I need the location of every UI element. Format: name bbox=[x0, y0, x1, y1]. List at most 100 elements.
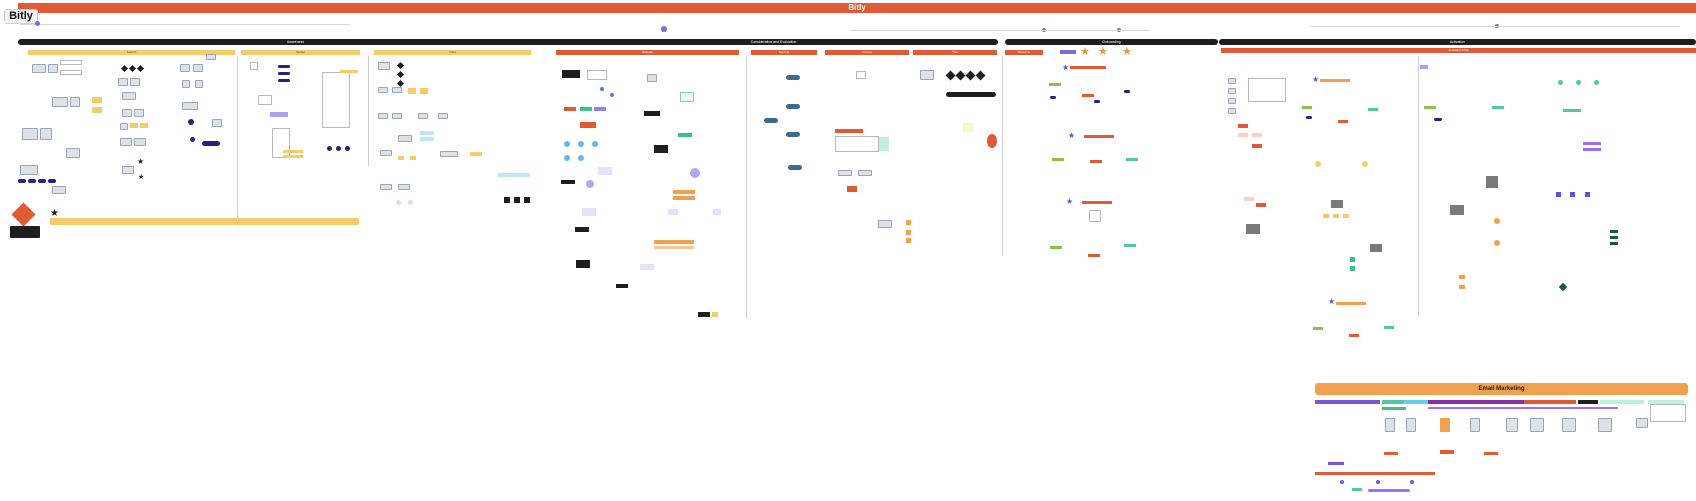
email-track-segment[interactable] bbox=[1600, 400, 1644, 404]
flow-node[interactable] bbox=[564, 107, 576, 111]
flow-node[interactable] bbox=[498, 173, 530, 177]
flow-node[interactable] bbox=[786, 75, 800, 80]
flow-node[interactable] bbox=[1350, 266, 1355, 271]
flow-node[interactable] bbox=[564, 141, 570, 147]
flow-node[interactable] bbox=[1352, 488, 1362, 491]
flow-node[interactable] bbox=[1558, 80, 1563, 85]
flow-node[interactable] bbox=[408, 200, 413, 205]
flow-node[interactable] bbox=[1583, 142, 1601, 145]
flow-node[interactable] bbox=[1410, 480, 1414, 484]
flow-node[interactable] bbox=[712, 312, 718, 317]
decision-node[interactable] bbox=[955, 70, 966, 81]
email-track-segment[interactable] bbox=[1428, 407, 1618, 409]
screen-thumbnail[interactable] bbox=[193, 64, 203, 72]
flow-node[interactable] bbox=[345, 146, 350, 151]
flow-node[interactable] bbox=[963, 123, 973, 132]
flow-node[interactable] bbox=[1094, 100, 1100, 103]
flow-node[interactable] bbox=[879, 137, 889, 151]
flow-node[interactable] bbox=[580, 107, 592, 111]
flow-node[interactable] bbox=[673, 196, 695, 200]
sticky-note[interactable] bbox=[410, 156, 416, 160]
screen-thumbnail[interactable] bbox=[392, 113, 402, 119]
sticky-note[interactable] bbox=[92, 97, 102, 103]
flow-node[interactable] bbox=[1563, 109, 1581, 112]
screen-thumbnail[interactable] bbox=[398, 135, 412, 142]
flow-node[interactable] bbox=[644, 111, 660, 116]
decision-node[interactable] bbox=[396, 61, 405, 70]
flow-node[interactable] bbox=[190, 137, 195, 142]
flow-node[interactable] bbox=[1070, 66, 1106, 69]
email-track-segment[interactable] bbox=[1382, 400, 1404, 404]
sticky-note[interactable] bbox=[283, 155, 303, 158]
flow-box[interactable] bbox=[258, 95, 272, 105]
flow-box[interactable] bbox=[322, 72, 350, 128]
flow-node[interactable] bbox=[1610, 236, 1618, 239]
decision-node[interactable] bbox=[128, 64, 137, 73]
flow-node[interactable] bbox=[1570, 192, 1575, 197]
email-track-segment[interactable] bbox=[1404, 400, 1428, 404]
sticky-note[interactable] bbox=[398, 156, 404, 160]
flow-node[interactable] bbox=[1494, 218, 1500, 224]
email-marketing-header[interactable]: Email Marketing bbox=[1315, 383, 1688, 395]
flow-node[interactable] bbox=[594, 107, 606, 111]
screen-thumbnail[interactable] bbox=[180, 64, 190, 72]
flow-node[interactable] bbox=[278, 72, 290, 75]
flow-node[interactable] bbox=[1238, 133, 1248, 137]
flow-node[interactable] bbox=[654, 145, 668, 153]
decision-node[interactable] bbox=[136, 64, 145, 73]
flow-node[interactable] bbox=[847, 186, 857, 192]
flow-node[interactable] bbox=[202, 141, 220, 146]
flow-node[interactable] bbox=[1252, 144, 1262, 148]
screen-thumbnail[interactable] bbox=[22, 128, 38, 140]
flow-node[interactable] bbox=[616, 284, 628, 288]
flow-node[interactable] bbox=[1049, 83, 1061, 86]
flow-node[interactable] bbox=[1583, 148, 1601, 151]
flow-node[interactable] bbox=[1336, 302, 1366, 305]
sticky-note[interactable] bbox=[420, 88, 428, 94]
sticky-note[interactable] bbox=[130, 123, 138, 128]
email-thumbnail[interactable] bbox=[1385, 418, 1395, 432]
flow-box[interactable] bbox=[1089, 210, 1101, 222]
phase-header-onboarding[interactable]: Onboarding bbox=[1005, 39, 1218, 45]
flow-node[interactable] bbox=[1610, 242, 1618, 245]
flow-node[interactable] bbox=[764, 118, 778, 123]
flow-node[interactable] bbox=[668, 209, 678, 215]
screen-thumbnail[interactable] bbox=[1228, 108, 1236, 114]
flow-node[interactable] bbox=[578, 155, 584, 161]
flow-node[interactable] bbox=[1082, 94, 1094, 97]
email-track-segment[interactable] bbox=[1524, 400, 1576, 404]
sticky-note[interactable] bbox=[283, 150, 303, 153]
flow-node[interactable] bbox=[1315, 161, 1321, 167]
screen-thumbnail[interactable] bbox=[380, 184, 392, 190]
screen-thumbnail[interactable] bbox=[20, 165, 38, 175]
flow-node[interactable] bbox=[1052, 158, 1064, 161]
flow-node[interactable] bbox=[1594, 80, 1599, 85]
screen-thumbnail[interactable] bbox=[40, 128, 52, 140]
note-card[interactable] bbox=[10, 226, 40, 238]
screen-thumbnail[interactable] bbox=[195, 80, 203, 88]
flow-node[interactable] bbox=[1328, 462, 1344, 465]
email-track-segment[interactable] bbox=[1315, 400, 1380, 404]
flow-node[interactable] bbox=[1084, 135, 1114, 138]
flow-node[interactable] bbox=[1126, 158, 1138, 161]
flow-node[interactable] bbox=[336, 146, 341, 151]
screen-thumbnail[interactable] bbox=[206, 54, 216, 60]
phase-header-awareness[interactable]: Awareness bbox=[18, 39, 573, 45]
flow-node[interactable] bbox=[578, 141, 584, 147]
flow-node[interactable] bbox=[1082, 201, 1112, 204]
flow-node[interactable] bbox=[1494, 240, 1500, 246]
screen-thumbnail[interactable] bbox=[378, 62, 390, 70]
email-track-segment[interactable] bbox=[1648, 400, 1684, 404]
flow-node[interactable] bbox=[1376, 480, 1380, 484]
flow-node[interactable] bbox=[270, 112, 288, 117]
flow-node[interactable] bbox=[698, 312, 710, 317]
decision-node[interactable] bbox=[975, 70, 986, 81]
sticky-note[interactable] bbox=[140, 123, 148, 128]
flow-node[interactable] bbox=[1088, 254, 1100, 257]
screen-thumbnail[interactable] bbox=[66, 148, 80, 158]
flow-node[interactable] bbox=[1060, 50, 1076, 54]
screen-thumbnail[interactable] bbox=[1228, 88, 1236, 94]
timeline-dot[interactable] bbox=[661, 26, 667, 32]
flow-node[interactable] bbox=[1302, 106, 1312, 109]
flow-node[interactable] bbox=[673, 190, 695, 194]
